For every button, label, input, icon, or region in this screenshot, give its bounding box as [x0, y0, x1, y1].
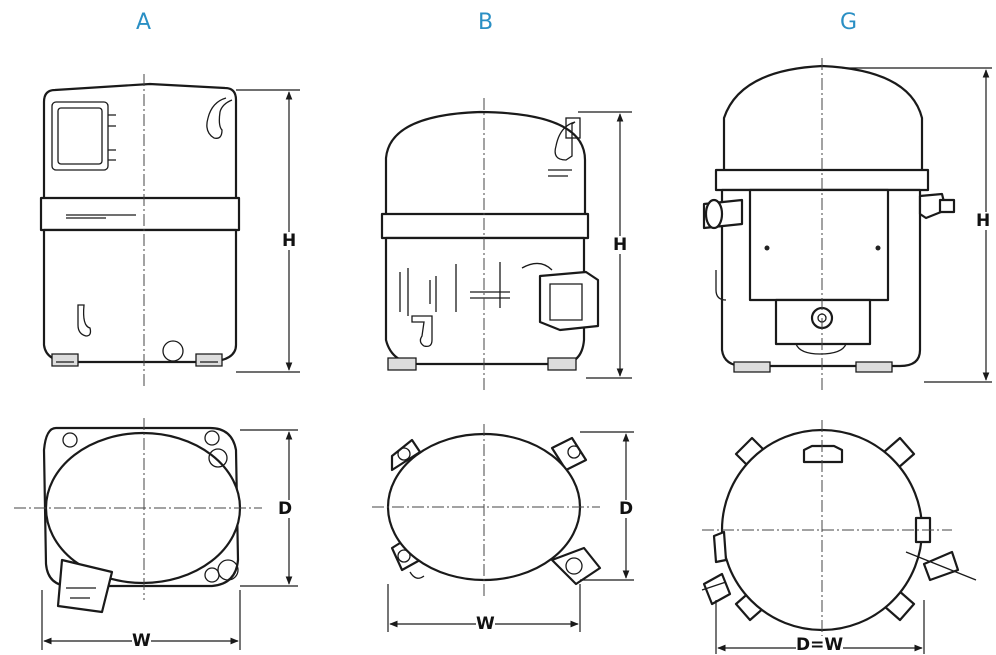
compressor-b-front	[380, 110, 600, 371]
compressor-g-front	[702, 64, 956, 373]
panel-label-a: A	[136, 10, 152, 35]
compressor-b-top	[386, 432, 602, 586]
compressor-a-front	[39, 82, 241, 367]
dimension-label-h-g: H	[976, 211, 991, 231]
dimension-label-d-b: D	[619, 499, 634, 519]
dimension-label-w-b: W	[476, 614, 495, 634]
dimension-label-dw-g: D=W	[796, 635, 844, 655]
panel-label-g: G	[840, 10, 858, 35]
compressor-a-top	[42, 426, 242, 614]
dimension-label-d-a: D	[278, 499, 293, 519]
dimension-label-h-a: H	[282, 231, 297, 251]
panel-label-b: B	[478, 10, 494, 35]
dimension-label-h-b: H	[613, 235, 628, 255]
dimension-label-w-a: W	[132, 631, 151, 651]
